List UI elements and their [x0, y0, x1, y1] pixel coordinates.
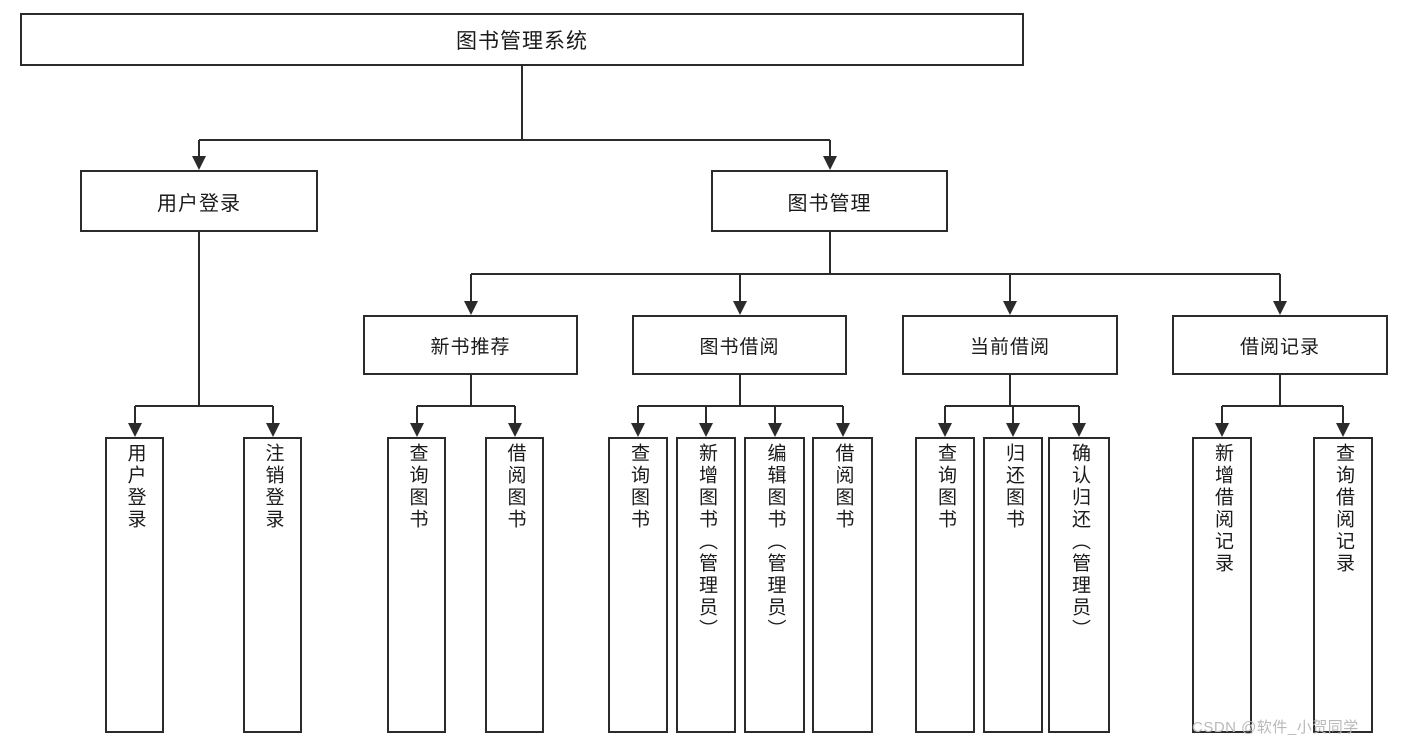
node-label: 查询图书: [934, 443, 956, 531]
node-label: 查询图书: [406, 443, 428, 531]
connector-vertical: [513, 406, 516, 423]
arrow-head-icon: [938, 423, 952, 437]
node-label: 注销登录: [262, 443, 284, 531]
connector-root-stem: [521, 66, 523, 140]
arrow-head-icon: [1273, 301, 1287, 315]
node-label: 借阅图书: [504, 443, 526, 531]
node-root[interactable]: 图书管理系统: [20, 13, 1024, 66]
connector-vertical: [1012, 406, 1014, 423]
arrow-head-icon: [1215, 423, 1229, 437]
node-label: 用户登录: [124, 443, 146, 531]
connector-vertical: [773, 406, 776, 423]
arrow-head-icon: [1336, 423, 1350, 437]
node-book-borrow[interactable]: 图书借阅: [632, 315, 847, 375]
node-leaf-query-book-borrow[interactable]: 查询图书: [608, 437, 668, 733]
connector-new-book-recommend-stem: [469, 375, 472, 406]
node-label: 新增图书（管理员）: [695, 443, 717, 641]
arrow-head-icon: [507, 423, 522, 437]
csdn-watermark: CSDN @软件_小贺同学: [1192, 719, 1359, 736]
connector-vertical: [415, 406, 418, 423]
node-label: 图书管理: [787, 192, 872, 215]
arrow-head-icon: [699, 423, 713, 437]
arrow-head-icon: [409, 423, 424, 437]
node-leaf-borrow-book-recommend[interactable]: 借阅图书: [485, 437, 544, 733]
connector-root-bus: [199, 139, 830, 141]
arrow-head-icon: [1006, 423, 1020, 437]
connector-vertical: [944, 406, 946, 423]
connector-vertical: [1342, 406, 1344, 423]
arrow-head-icon: [1003, 301, 1017, 315]
arrow-head-icon: [767, 423, 782, 437]
node-label: 新书推荐: [430, 336, 511, 358]
node-label: 借阅图书: [832, 443, 854, 531]
arrow-head-icon: [463, 301, 478, 315]
arrow-head-icon: [192, 156, 206, 170]
arrow-head-icon: [631, 423, 645, 437]
arrow-head-icon: [822, 156, 837, 170]
node-user-login[interactable]: 用户登录: [80, 170, 318, 232]
node-label: 确认归还（管理员）: [1068, 443, 1090, 641]
node-label: 用户登录: [157, 192, 241, 215]
connector-vertical: [271, 406, 274, 423]
node-book-management[interactable]: 图书管理: [711, 170, 948, 232]
node-leaf-confirm-return-admin[interactable]: 确认归还（管理员）: [1048, 437, 1110, 733]
node-leaf-user-logout[interactable]: 注销登录: [243, 437, 302, 733]
node-label: 图书借阅: [699, 336, 780, 358]
connector-borrow-record-bus: [1222, 405, 1343, 407]
node-label: 查询图书: [627, 443, 649, 531]
connector-new-book-recommend-bus: [416, 405, 515, 407]
connector-vertical: [828, 140, 831, 156]
connector-vertical: [1221, 406, 1223, 423]
arrow-head-icon: [127, 423, 142, 437]
connector-book-borrow-stem: [738, 375, 741, 406]
node-label: 借阅记录: [1239, 336, 1320, 358]
node-label: 编辑图书（管理员）: [764, 443, 786, 641]
node-label: 归还图书: [1002, 443, 1024, 531]
node-leaf-query-book-recommend[interactable]: 查询图书: [387, 437, 446, 733]
connector-vertical: [198, 140, 200, 156]
arrow-head-icon: [1072, 423, 1086, 437]
connector-vertical: [841, 406, 844, 423]
arrow-head-icon: [265, 423, 280, 437]
connector-vertical: [637, 406, 639, 423]
connector-borrow-record-stem: [1279, 375, 1281, 406]
node-leaf-borrow-book[interactable]: 借阅图书: [812, 437, 873, 733]
node-current-borrow[interactable]: 当前借阅: [902, 315, 1118, 375]
node-label: 查询借阅记录: [1332, 443, 1354, 575]
connector-vertical: [133, 406, 136, 423]
node-leaf-query-borrow-record[interactable]: 查询借阅记录: [1313, 437, 1373, 733]
connector-current-borrow-stem: [1009, 375, 1011, 406]
connector-vertical: [1009, 274, 1011, 301]
connector-bookmgmt-bus: [470, 273, 1280, 275]
node-borrow-record[interactable]: 借阅记录: [1172, 315, 1388, 375]
node-leaf-user-login[interactable]: 用户登录: [105, 437, 164, 733]
connector-vertical: [738, 274, 741, 301]
connector-bookmgmt-stem: [828, 232, 831, 274]
node-label: 当前借阅: [969, 336, 1050, 358]
connector-vertical: [1078, 406, 1080, 423]
node-leaf-add-book-admin[interactable]: 新增图书（管理员）: [676, 437, 736, 733]
node-leaf-add-borrow-record[interactable]: 新增借阅记录: [1192, 437, 1252, 733]
connector-vertical: [705, 406, 707, 423]
arrow-head-icon: [835, 423, 850, 437]
connector-vertical: [1279, 274, 1281, 301]
node-leaf-return-book[interactable]: 归还图书: [983, 437, 1043, 733]
node-label: 新增借阅记录: [1211, 443, 1233, 575]
connector-vertical: [469, 274, 472, 301]
arrow-head-icon: [732, 301, 747, 315]
node-leaf-edit-book-admin[interactable]: 编辑图书（管理员）: [744, 437, 805, 733]
connector-user-login-stem: [198, 232, 200, 406]
node-new-book-recommend[interactable]: 新书推荐: [363, 315, 578, 375]
connector-user-login-bus: [134, 405, 273, 407]
node-label: 图书管理系统: [456, 29, 588, 53]
connector-book-borrow-bus: [638, 405, 843, 407]
node-leaf-query-book-current[interactable]: 查询图书: [915, 437, 975, 733]
